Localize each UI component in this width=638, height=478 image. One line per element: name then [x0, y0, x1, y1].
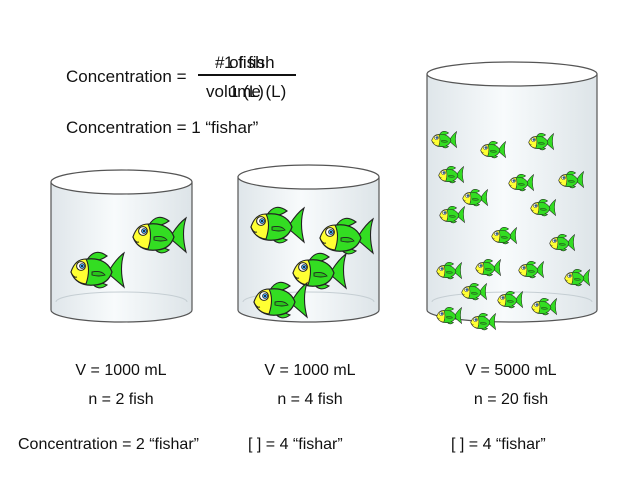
- numerator-fish-count: # of fish: [215, 53, 275, 72]
- beaker-1-glass-icon: [50, 181, 193, 323]
- beaker-2-count: n = 4 fish: [277, 391, 343, 408]
- beaker-1-rim-icon: [50, 169, 193, 195]
- beaker-3-volume: V = 5000 mL: [465, 362, 557, 379]
- beaker-1: [50, 169, 193, 323]
- beaker-3-rim-icon: [426, 61, 598, 87]
- beaker-2: [237, 164, 380, 323]
- beaker-1-base-highlight: [55, 291, 188, 303]
- beaker-1-count: n = 2 fish: [88, 391, 154, 408]
- fraction-bar: [198, 74, 296, 76]
- denominator-one-liter: 1 (L): [229, 82, 264, 101]
- beaker-2-volume: V = 1000 mL: [264, 362, 356, 379]
- beaker-3-count: n = 20 fish: [473, 391, 549, 408]
- concentration-one-fishar: Concentration = 1 “fishar”: [66, 118, 259, 137]
- beaker-2-concentration: [ ] = 4 “fishar”: [248, 436, 343, 453]
- beaker-2-base-highlight: [242, 291, 375, 303]
- numerator-one-fish: 1 fish: [224, 53, 265, 72]
- beaker-1-concentration: Concentration = 2 “fishar”: [18, 436, 199, 453]
- concentration-label: Concentration =: [66, 67, 187, 86]
- beaker-3-concentration: [ ] = 4 “fishar”: [451, 436, 546, 453]
- denominator-volume: volume (L): [206, 82, 287, 101]
- beaker-2-rim-icon: [237, 164, 380, 190]
- beaker-1-volume: V = 1000 mL: [75, 362, 167, 379]
- beaker-3-glass-icon: [426, 73, 598, 323]
- beaker-3: [426, 61, 598, 331]
